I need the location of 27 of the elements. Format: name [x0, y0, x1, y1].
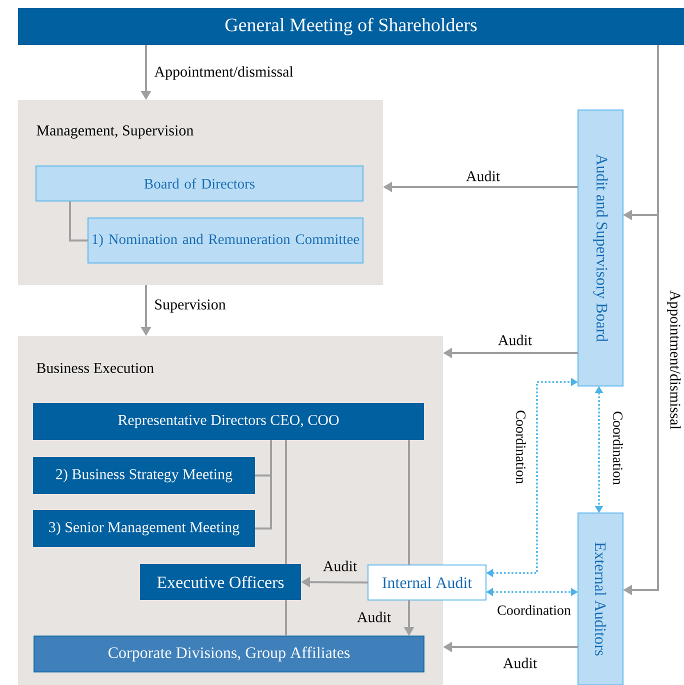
edge-label: Audit: [466, 170, 500, 182]
process-box: Executive Officers: [140, 564, 301, 600]
connector-line: [69, 201, 88, 242]
edge-label: Appointment/dismissal: [154, 66, 294, 80]
process-box: External Auditors: [578, 512, 624, 685]
connector-line: [285, 600, 287, 636]
connector-line: [408, 440, 410, 565]
edge-label: Supervision: [155, 299, 226, 313]
edge-label: Coordination: [613, 412, 623, 485]
connector-line: [285, 440, 287, 564]
edge-label: Appointment/dismissal: [667, 290, 681, 430]
process-box: 3) Senior Management Meeting: [33, 510, 255, 547]
process-box: 2) Business Strategy Meeting: [33, 457, 255, 494]
edge-label: Audit: [498, 334, 532, 346]
connector-line: [255, 440, 272, 530]
process-box: Board of Directors: [36, 166, 364, 202]
edge-label: Coordination: [498, 605, 571, 615]
process-box: Corporate Divisions, Group Affiliates: [34, 636, 424, 672]
process-box: Audit and Supervisory Board: [578, 110, 624, 386]
edge-label: Audit: [357, 612, 391, 622]
process-box: 1) Nomination and Remuneration Committee: [88, 218, 364, 264]
header-bar: General Meeting of Shareholders: [18, 8, 684, 45]
process-box: Internal Audit: [368, 564, 486, 600]
edge-label: Audit: [323, 560, 357, 572]
process-box: Representative Directors CEO, COO: [33, 403, 424, 440]
edge-label: Audit: [503, 658, 537, 668]
edge-label: Coordination: [516, 410, 526, 484]
